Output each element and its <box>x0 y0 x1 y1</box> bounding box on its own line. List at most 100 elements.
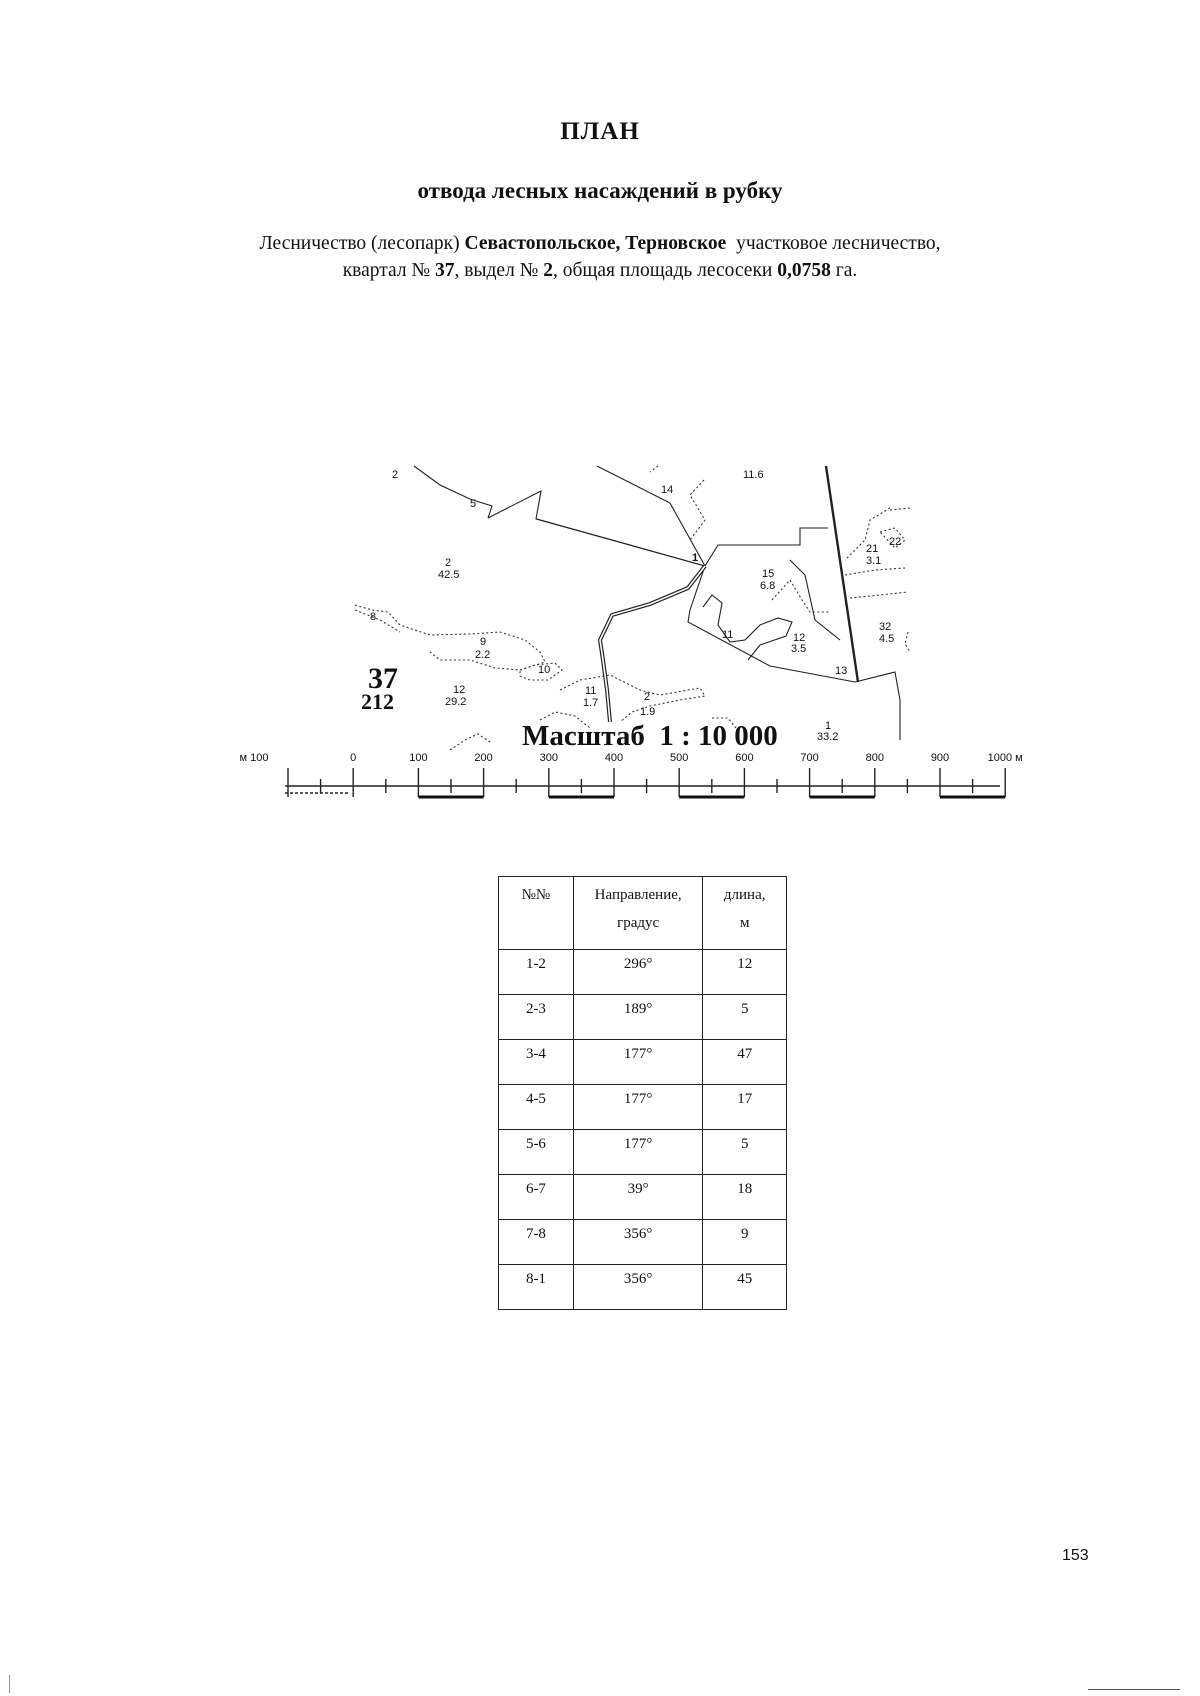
contour <box>539 711 591 729</box>
map-label: 22 <box>889 536 901 548</box>
scale-tick-label: 600 <box>735 752 753 764</box>
forestry-name: Севастопольское, Терновское <box>464 233 727 254</box>
scale-tick-label: 700 <box>800 752 818 764</box>
header-length: длина, м <box>702 876 787 950</box>
contour <box>689 479 706 541</box>
header-length-line2: м <box>739 915 750 931</box>
map-labels: 2 5 2 42.5 8 9 2.2 10 12 29.2 11 1.7 2 1… <box>361 469 901 752</box>
map-label: 5 <box>470 498 476 510</box>
page-number: 153 <box>1062 1547 1089 1564</box>
area-prefix: , общая площадь лесосеки <box>552 260 778 281</box>
map-label: 21 <box>866 543 878 555</box>
direction-cell: 356° <box>572 1219 704 1265</box>
boundary-line <box>702 594 793 661</box>
map-label: 1.7 <box>583 697 598 709</box>
contour <box>712 717 737 729</box>
allotment-prefix: , выдел № <box>454 260 544 281</box>
boundary-line <box>413 465 493 519</box>
forest-map: 2 5 2 42.5 8 9 2.2 10 12 29.2 11 1.7 2 1… <box>240 465 1023 799</box>
scale-tick-label: 300 <box>540 752 558 764</box>
bottom-edge-line <box>1088 1689 1180 1690</box>
map-label: 3.1 <box>866 555 881 567</box>
segment-cell: 6-7 <box>498 1174 574 1220</box>
quarter-number: 37 <box>434 260 455 281</box>
header-num: №№ <box>498 876 574 950</box>
map-label: 10 <box>538 664 550 676</box>
contour <box>559 674 706 723</box>
map-label: 1 <box>692 552 698 564</box>
plan-subtitle: отвода лесных насаждений в рубку <box>417 178 783 203</box>
length-cell: 12 <box>702 949 787 995</box>
header-direction-line2: градус <box>617 915 660 931</box>
quarter-area-label: 212 <box>361 689 394 714</box>
map-label: 9 <box>480 636 486 648</box>
direction-cell: 177° <box>572 1039 704 1085</box>
map-label: 6.8 <box>760 580 775 592</box>
length-cell: 5 <box>702 1129 787 1175</box>
direction-cell: 356° <box>572 1264 704 1310</box>
map-label: 2 <box>644 691 650 703</box>
header-length-line1: длина, <box>723 887 766 903</box>
quarter-prefix: квартал № <box>342 260 435 281</box>
forestry-suffix: участковое лесничество, <box>726 233 941 254</box>
map-label: 2 <box>392 469 398 481</box>
felling-area: 0,0758 <box>777 260 831 281</box>
map-label: 33.2 <box>817 731 838 743</box>
scale-tick-label: 0 <box>350 752 356 764</box>
scale-tick-label: 800 <box>866 752 884 764</box>
segment-cell: 5-6 <box>498 1129 574 1175</box>
direction-cell: 177° <box>572 1084 704 1130</box>
scale-label: Масштаб 1 : 10 000 <box>522 720 778 752</box>
segment-cell: 8-1 <box>498 1264 574 1310</box>
boundary-line <box>487 490 706 567</box>
quarter-number-label: 37 <box>368 662 398 695</box>
boundary-line <box>536 518 828 567</box>
boundary-line <box>854 671 901 740</box>
length-cell: 45 <box>702 1264 787 1310</box>
map-label: 29.2 <box>445 696 466 708</box>
header-direction-line1: Направление, <box>594 887 682 903</box>
map-boundaries <box>413 465 901 740</box>
map-label: 11 <box>722 629 733 641</box>
map-label: 2.2 <box>475 649 490 661</box>
boundary-line <box>687 565 856 683</box>
contour <box>449 733 491 751</box>
scale-tick-label: м 100 <box>240 752 269 764</box>
length-cell: 17 <box>702 1084 787 1130</box>
boundary-line <box>789 559 841 641</box>
forestry-info-line: Лесничество (лесопарк) Севастопольское, … <box>0 233 1200 255</box>
map-label: 1.9 <box>640 706 655 718</box>
allotment-number: 2 <box>543 260 553 281</box>
direction-cell: 39° <box>572 1174 704 1220</box>
length-cell: 5 <box>702 994 787 1040</box>
map-label: 15 <box>762 568 774 580</box>
contour <box>849 591 909 599</box>
scale-tick-label: 400 <box>605 752 623 764</box>
quarter-info-line: квартал № 37, выдел № 2, общая площадь л… <box>0 260 1200 282</box>
map-dotted-contours <box>354 465 911 751</box>
direction-cell: 189° <box>572 994 704 1040</box>
forestry-prefix: Лесничество (лесопарк) <box>259 233 465 254</box>
boundary-line <box>596 465 706 567</box>
map-label: 12 <box>453 684 465 696</box>
scale-tick-label: 500 <box>670 752 688 764</box>
direction-cell: 296° <box>572 949 704 995</box>
contour <box>649 465 659 473</box>
map-label: 11 <box>585 685 596 697</box>
contour <box>354 609 401 633</box>
map-label: 8 <box>370 611 376 623</box>
header-direction: Направление, градус <box>572 876 704 950</box>
scale-tick-label: 200 <box>474 752 492 764</box>
map-label: 3.5 <box>791 643 806 655</box>
scale-tick-label: 900 <box>931 752 949 764</box>
map-label: 1 <box>825 720 831 732</box>
contour <box>844 567 906 576</box>
scale-tick-label: 1000 м <box>988 752 1023 764</box>
